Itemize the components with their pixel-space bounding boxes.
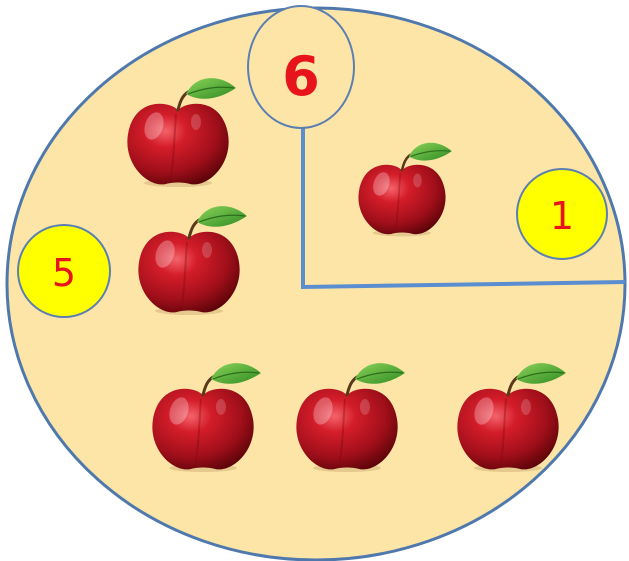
part-five-label: 5: [52, 251, 76, 295]
whole-label: 6: [282, 45, 320, 108]
part-one-label: 1: [550, 194, 574, 238]
